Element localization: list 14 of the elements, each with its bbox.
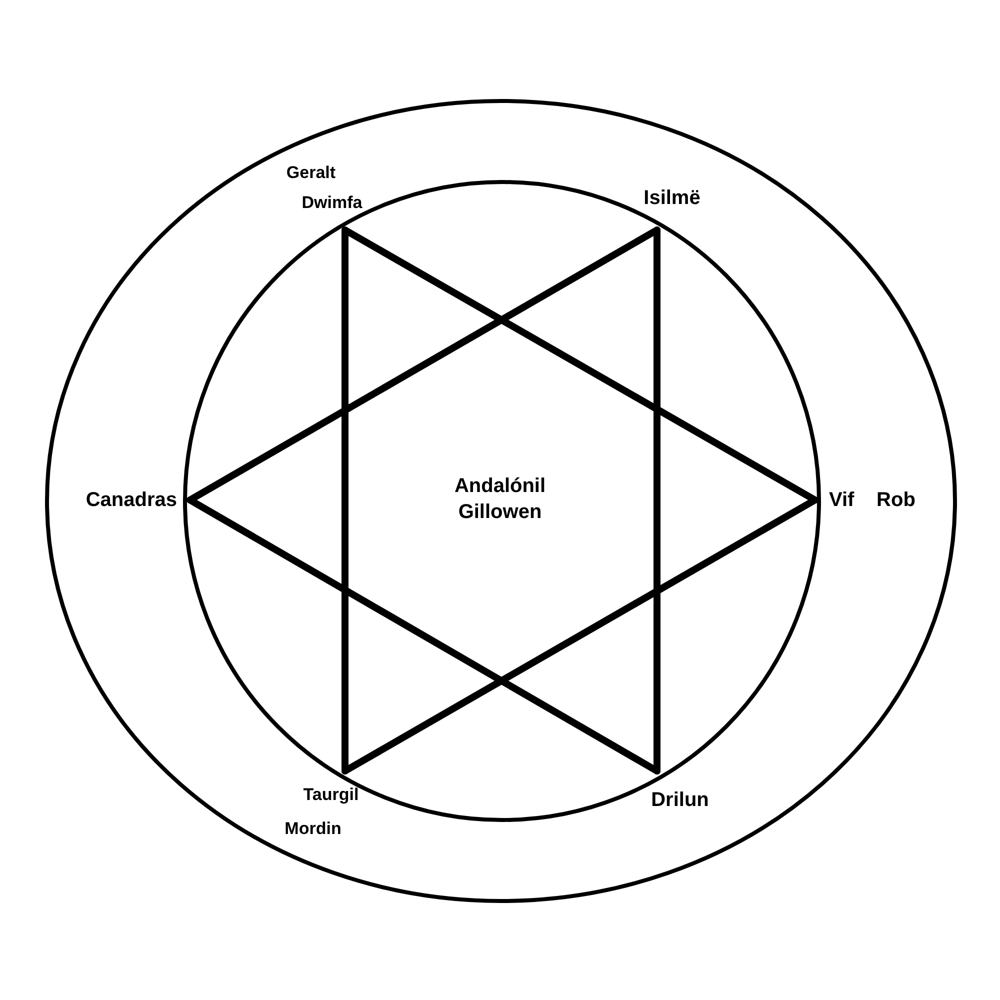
ring-label: Mordin [284, 818, 342, 840]
vertex-label: Canadras [86, 488, 177, 512]
vertex-label: Drilun [651, 788, 709, 812]
ring-label: Geralt [286, 162, 336, 184]
star-line [654, 226, 660, 774]
star-line [186, 496, 660, 774]
star-line [342, 226, 348, 774]
star-line [186, 226, 660, 504]
center-label: Andalónil Gillowen [454, 474, 546, 525]
vertex-label: Taurgil [303, 784, 359, 805]
ring-label: Rob [876, 488, 916, 512]
vertex-label: Isilmë [644, 186, 700, 210]
vertex-label: Vif [829, 488, 854, 512]
vertex-label: Dwimfa [302, 193, 362, 214]
